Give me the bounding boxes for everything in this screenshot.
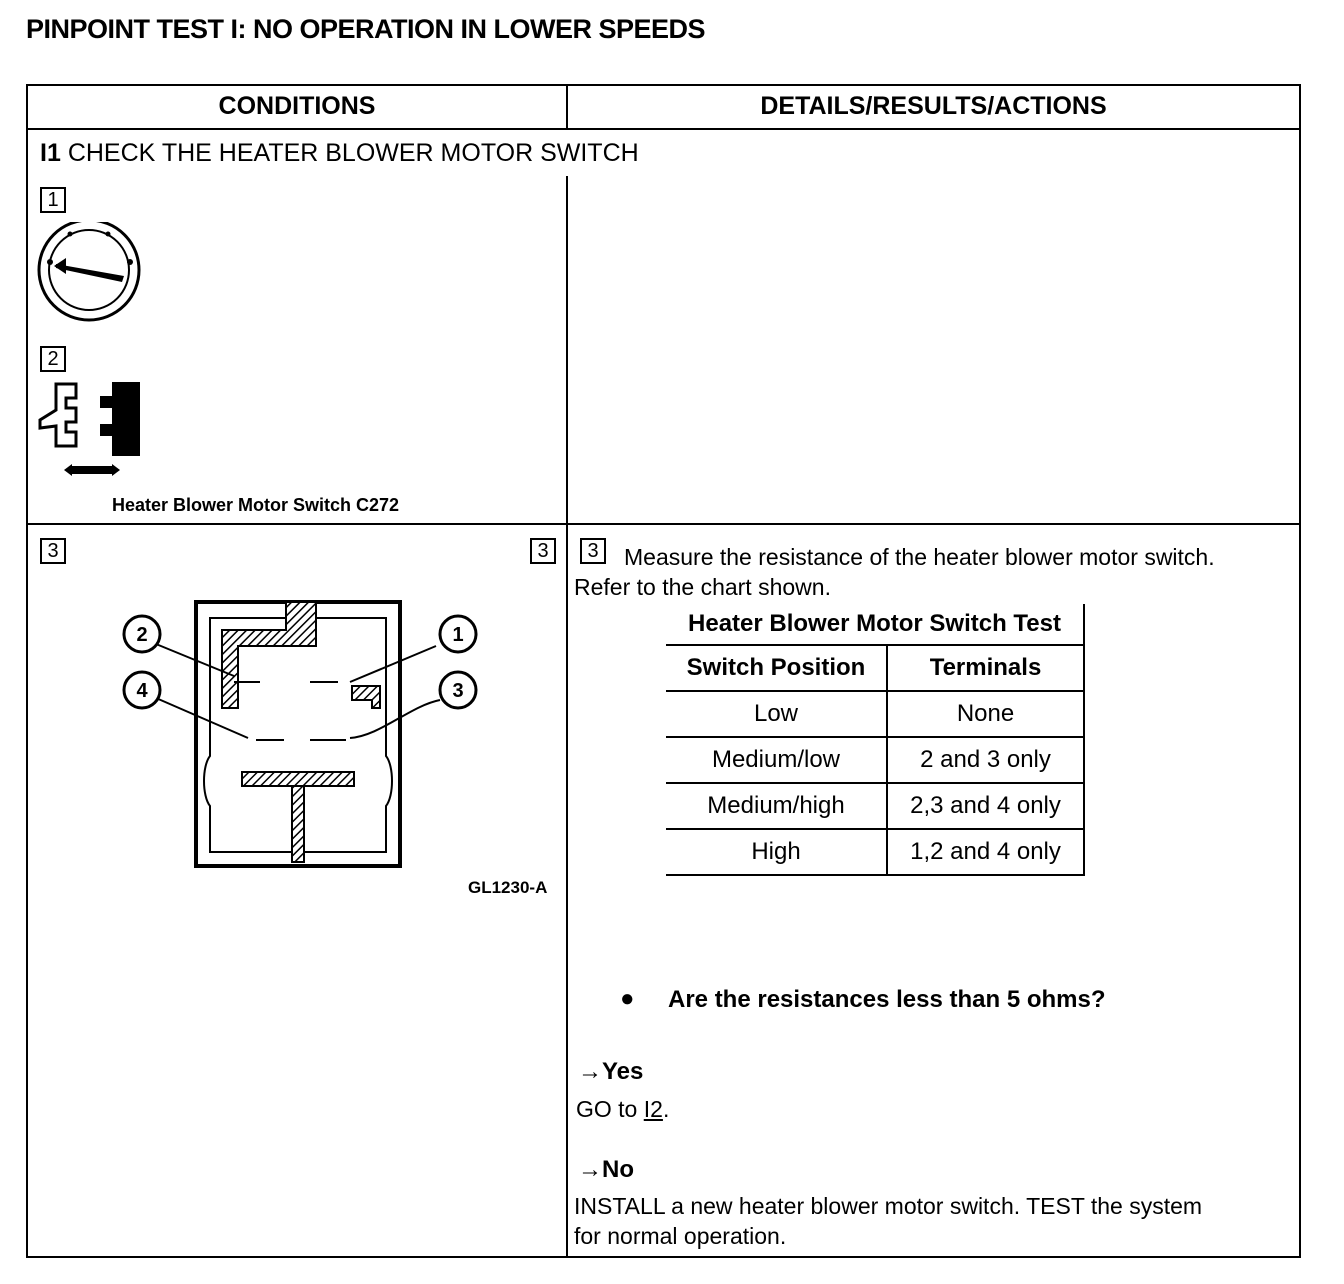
table-bottom-border [26,1256,1301,1258]
table-top-border [26,84,1301,86]
terminals-cell: 2 and 3 only [887,736,1085,783]
table-row: Medium/low 2 and 3 only [666,736,1085,783]
table-left-border [26,84,28,1258]
terminals-cell: 1,2 and 4 only [887,828,1085,876]
yes-action: GO to I2. [576,1094,669,1124]
yes-answer: →Yes [578,1058,643,1086]
no-label: No [602,1156,634,1183]
position-cell: Medium/high [666,782,888,829]
yes-label: Yes [602,1058,644,1085]
column-header-switch-position: Switch Position [666,644,888,691]
go-to-i2-link[interactable]: I2 [643,1096,663,1122]
diagram-reference: GL1230-A [468,878,548,897]
section-title: I1 CHECK THE HEATER BLOWER MOTOR SWITCH [40,139,639,168]
page-title: PINPOINT TEST I: NO OPERATION IN LOWER S… [26,14,706,44]
row-divider [26,523,1301,525]
no-action-line-1: INSTALL a new heater blower motor switch… [574,1193,1203,1219]
pin-label-1: 1 [452,624,463,646]
resistance-test-table: Heater Blower Motor Switch Test Switch P… [666,604,1085,876]
column-divider [566,176,568,1258]
switch-terminal-diagram: 2 1 4 3 [122,600,478,868]
no-action-line-2: for normal operation. [574,1223,787,1249]
yes-action-prefix: GO to [576,1096,644,1122]
details-header: DETAILS/RESULTS/ACTIONS [760,92,1107,120]
arrow-right-icon: → [578,1156,602,1183]
bullet-icon: ● [620,985,635,1012]
no-answer: →No [578,1156,634,1184]
position-cell: Medium/low [666,736,888,783]
pin-label-2: 2 [136,624,147,646]
table-row: Low None [666,690,1085,737]
switch-knob-icon [37,222,141,322]
section-label: CHECK THE HEATER BLOWER MOTOR SWITCH [67,139,639,167]
details-step-box: 3 [580,538,606,564]
position-cell: Low [666,690,888,737]
instruction-line-2: Refer to the chart shown. [574,574,831,600]
position-cell: High [666,828,888,876]
table-caption: Heater Blower Motor Switch Test [666,604,1085,645]
header-divider [26,128,1301,130]
section-id: I1 [40,139,61,167]
column-header-terminals: Terminals [887,644,1085,691]
arrow-right-icon: → [578,1058,602,1085]
step-3-box-right: 3 [530,538,556,564]
step-3-box-left: 3 [40,538,66,564]
header-column-divider [566,84,568,130]
instruction-line-1: Measure the resistance of the heater blo… [624,544,1215,570]
terminals-cell: 2,3 and 4 only [887,782,1085,829]
terminals-cell: None [887,690,1085,737]
pin-label-4: 4 [136,680,148,702]
conditions-header: CONDITIONS [218,92,376,120]
pin-label-3: 3 [452,680,463,702]
step-1-box: 1 [40,187,66,213]
table-right-border [1299,84,1301,1258]
connector-icon [38,382,140,476]
question-text: Are the resistances less than 5 ohms? [668,986,1106,1013]
connector-caption: Heater Blower Motor Switch C272 [112,495,400,515]
yes-action-suffix: . [662,1096,670,1122]
step-2-box: 2 [40,346,66,372]
table-row: High 1,2 and 4 only [666,828,1085,876]
table-row: Medium/high 2,3 and 4 only [666,782,1085,829]
